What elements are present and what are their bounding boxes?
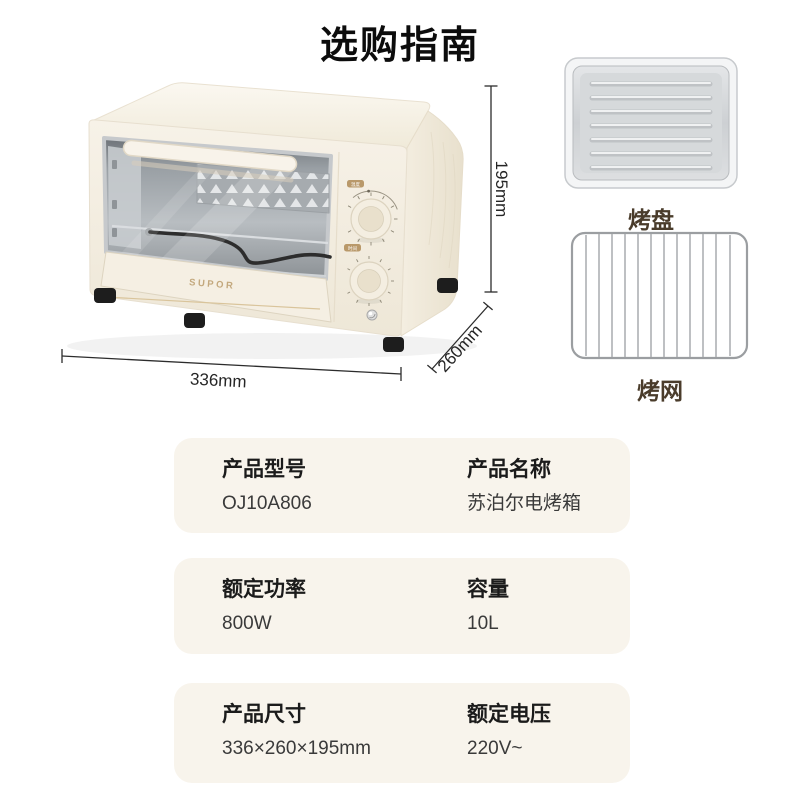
spec-value: 220V~	[467, 738, 523, 760]
spec-item-model: 产品型号 OJ10A806	[222, 458, 312, 516]
spec-card-power-capacity: 额定功率 800W 容量 10L	[174, 558, 630, 654]
spec-value: 10L	[467, 613, 499, 635]
temperature-knob	[347, 189, 398, 246]
dimension-height: 195mm	[484, 85, 511, 293]
heating-element	[148, 230, 332, 265]
door-lower-panel	[100, 251, 332, 323]
indicator-lamp	[366, 309, 378, 321]
gold-trim-line	[105, 296, 321, 310]
tray-label: 烤盘	[628, 207, 674, 233]
dimension-width: 336mm	[61, 349, 402, 392]
spec-item-capacity: 容量 10L	[467, 578, 509, 636]
baking-tray	[564, 57, 738, 189]
side-ribs	[428, 131, 456, 269]
temp-badge-label: 温度	[351, 181, 360, 188]
product-figure: SUPOR 温度	[61, 57, 749, 392]
spec-value: 苏泊尔电烤箱	[467, 493, 582, 515]
timer-badge	[344, 244, 361, 252]
spec-item-power: 额定功率 800W	[222, 578, 306, 636]
timer-badge-label: 时间	[348, 245, 357, 252]
brand-logo: SUPOR	[189, 277, 236, 292]
spec-label: 额定电压	[467, 703, 551, 726]
oven-illustration: SUPOR 温度	[88, 82, 464, 352]
rack-label: 烤网	[637, 378, 683, 404]
timer-knob	[347, 256, 394, 306]
oven-shadow	[67, 333, 477, 359]
temp-badge	[347, 180, 364, 188]
spec-card-model-name: 产品型号 OJ10A806 产品名称 苏泊尔电烤箱	[174, 438, 630, 533]
grill-rack	[570, 231, 749, 360]
spec-item-size: 产品尺寸 336×260×195mm	[222, 703, 371, 761]
oven-top-face	[91, 82, 431, 149]
spec-item-product-name: 产品名称 苏泊尔电烤箱	[467, 458, 581, 516]
spec-label: 产品名称	[467, 458, 551, 481]
spec-value: 800W	[222, 613, 272, 635]
control-panel: 温度	[344, 180, 398, 321]
spec-label: 容量	[467, 578, 509, 601]
dimension-height-label: 195mm	[492, 161, 511, 218]
oven-feet	[94, 278, 458, 352]
spec-label: 产品型号	[222, 458, 306, 481]
spec-card-size-voltage: 产品尺寸 336×260×195mm 额定电压 220V~	[174, 683, 630, 783]
spec-value: 336×260×195mm	[222, 738, 371, 760]
oven-door: SUPOR	[100, 136, 333, 323]
spec-value: OJ10A806	[222, 493, 312, 515]
crinkle-tray	[197, 164, 329, 213]
spec-item-voltage: 额定电压 220V~	[467, 703, 551, 761]
dimension-width-label: 336mm	[189, 370, 247, 392]
spec-label: 额定功率	[222, 578, 306, 601]
page-title: 选购指南	[319, 25, 480, 67]
spec-label: 产品尺寸	[222, 703, 306, 726]
